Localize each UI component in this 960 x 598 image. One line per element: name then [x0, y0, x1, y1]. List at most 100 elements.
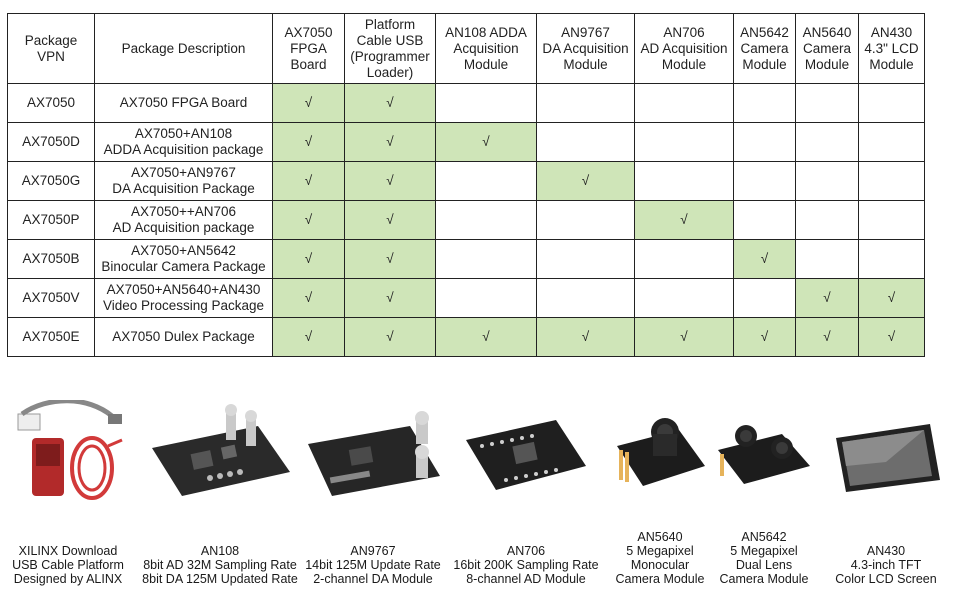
empty-cell: [536, 200, 635, 240]
empty-cell: [435, 278, 537, 318]
caption-line: Monocular: [630, 558, 690, 572]
check-cell: √: [272, 200, 345, 240]
caption-line: 5 Megapixel: [730, 544, 798, 558]
package-vpn-cell: AX7050B: [7, 239, 95, 279]
empty-cell: [634, 83, 734, 123]
check-cell: √: [272, 122, 345, 162]
caption-line: AN5640: [637, 530, 683, 544]
empty-cell: [536, 83, 635, 123]
column-header: Package VPN: [7, 13, 95, 84]
caption-line: XILINX Download: [18, 544, 118, 558]
empty-cell: [858, 161, 925, 201]
empty-cell: [733, 200, 796, 240]
check-cell: √: [435, 122, 537, 162]
check-cell: √: [344, 278, 436, 318]
package-description-cell: AX7050 Dulex Package: [94, 317, 273, 357]
an9767-image: [300, 400, 446, 510]
check-cell: √: [272, 161, 345, 201]
check-cell: √: [795, 278, 859, 318]
empty-cell: [634, 161, 734, 201]
empty-cell: [858, 200, 925, 240]
empty-cell: [634, 239, 734, 279]
check-cell: √: [344, 239, 436, 279]
column-header: Package Description: [94, 13, 273, 84]
caption-line: Designed by ALINX: [13, 572, 123, 586]
empty-cell: [795, 122, 859, 162]
caption-line: AN108: [200, 544, 240, 558]
package-vpn-cell: AX7050V: [7, 278, 95, 318]
package-vpn-cell: AX7050P: [7, 200, 95, 240]
check-cell: √: [795, 317, 859, 357]
empty-cell: [435, 161, 537, 201]
check-cell: √: [858, 278, 925, 318]
empty-cell: [435, 200, 537, 240]
caption-line: AN9767: [350, 544, 396, 558]
check-cell: √: [344, 83, 436, 123]
check-cell: √: [344, 122, 436, 162]
caption-line: AN430: [866, 544, 906, 558]
check-cell: √: [435, 317, 537, 357]
empty-cell: [733, 122, 796, 162]
caption-line: 16bit 200K Sampling Rate: [453, 558, 599, 572]
check-cell: √: [733, 239, 796, 279]
caption-line: Camera Module: [615, 572, 705, 586]
check-cell: √: [536, 161, 635, 201]
caption-line: AN706: [506, 544, 546, 558]
empty-cell: [795, 200, 859, 240]
empty-cell: [858, 239, 925, 279]
check-cell: √: [272, 278, 345, 318]
an108-image: [140, 400, 300, 510]
check-cell: √: [272, 239, 345, 279]
caption-line: 14bit 125M Update Rate: [305, 558, 441, 572]
caption-line: Color LCD Screen: [835, 572, 937, 586]
empty-cell: [634, 278, 734, 318]
an430-image: [826, 400, 946, 510]
check-cell: √: [272, 83, 345, 123]
empty-cell: [536, 239, 635, 279]
an5640-image: [605, 400, 715, 510]
package-vpn-cell: AX7050: [7, 83, 95, 123]
empty-cell: [435, 83, 537, 123]
check-cell: √: [272, 317, 345, 357]
usb-cable-image: [8, 400, 128, 510]
caption-line: 8bit DA 125M Updated Rate: [142, 572, 298, 586]
check-cell: √: [634, 200, 734, 240]
check-cell: √: [344, 200, 436, 240]
caption-line: Dual Lens: [735, 558, 793, 572]
caption-line: Camera Module: [719, 572, 809, 586]
empty-cell: [634, 122, 734, 162]
empty-cell: [733, 161, 796, 201]
package-description-cell: AX7050 FPGA Board: [94, 83, 273, 123]
empty-cell: [795, 83, 859, 123]
